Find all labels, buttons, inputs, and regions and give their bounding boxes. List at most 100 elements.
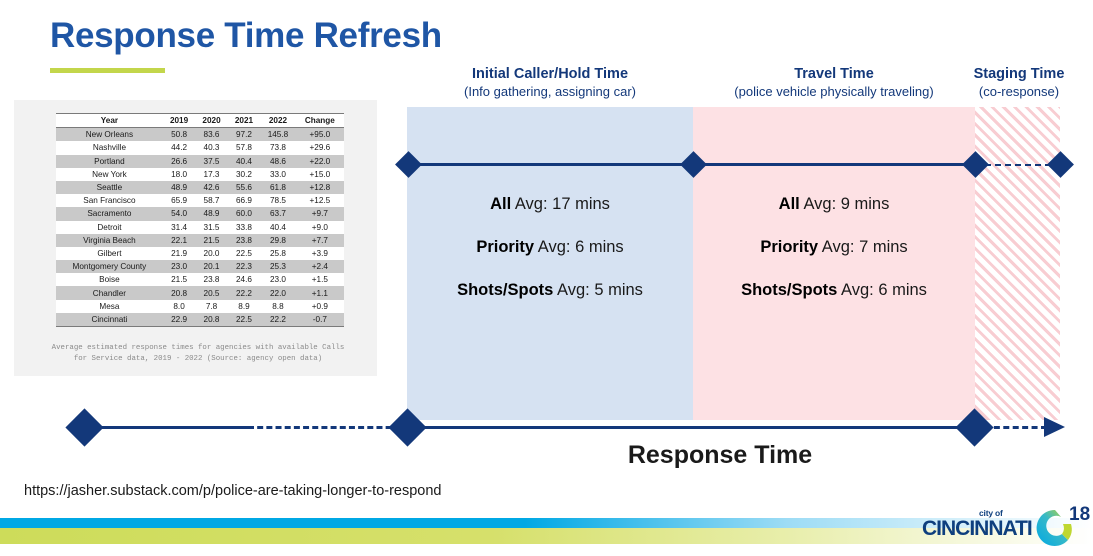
table-cell-city: Nashville [56, 141, 163, 155]
table-cell-value: 20.5 [195, 286, 228, 300]
table-cell-city: New York [56, 167, 163, 181]
table-cell-value: 18.0 [162, 167, 196, 181]
table-cell-value: 22.5 [227, 312, 261, 327]
table-cell-value: 33.8 [227, 220, 261, 234]
table-cell-value: 31.4 [162, 220, 196, 234]
table-cell-value: 23.0 [162, 260, 196, 274]
phase-title: Staging Time [973, 66, 1065, 82]
table-cell-value: 66.9 [227, 194, 261, 208]
stat-line-priority: Priority Avg: 7 mins [693, 238, 975, 257]
table-cell-value: 8.9 [227, 299, 261, 313]
page-title: Response Time Refresh [50, 16, 442, 55]
table-cell-value: 48.9 [195, 207, 228, 221]
stat-line-shots-spots: Shots/Spots Avg: 5 mins [407, 281, 693, 300]
stats-initial-caller-hold-time: All Avg: 17 mins Priority Avg: 6 mins Sh… [407, 195, 693, 300]
title-underline-accent [50, 68, 165, 73]
source-url-link[interactable]: https://jasher.substack.com/p/police-are… [24, 483, 442, 499]
stat-value: Avg: 6 mins [841, 281, 927, 299]
table-cell-city: New Orleans [56, 127, 163, 142]
phase-subtitle: (Info gathering, assigning car) [464, 83, 636, 99]
phase-subtitle: (police vehicle physically traveling) [734, 83, 934, 99]
phase-header-travel-time: Travel Time (police vehicle physically t… [693, 66, 975, 100]
table-note-line: for Service data, 2019 - 2022 (Source: a… [73, 355, 323, 364]
logo-cityof-text: city of [979, 508, 1003, 518]
table-cell-value: 33.0 [260, 167, 296, 181]
logo-wordmark: CINCINNATI [922, 517, 1033, 540]
table-cell-value: 31.5 [195, 220, 228, 234]
table-cell-value: +15.0 [295, 167, 344, 181]
table-cell-value: +12.5 [295, 194, 344, 208]
table-cell-value: 54.0 [162, 207, 196, 221]
table-cell-city: Mesa [56, 299, 163, 313]
table-cell-value: 20.1 [195, 260, 228, 274]
table-cell-value: 48.9 [162, 180, 196, 195]
table-cell-value: 50.8 [162, 127, 196, 142]
table-cell-value: 24.6 [227, 273, 261, 287]
stat-line-shots-spots: Shots/Spots Avg: 6 mins [693, 281, 975, 300]
response-time-table-card: Year 2019 2020 2021 2022 Change New Orle… [14, 100, 377, 376]
table-cell-value: +22.0 [295, 154, 344, 168]
table-cell-value: 48.6 [260, 154, 296, 168]
table-cell-value: 60.0 [227, 207, 261, 221]
table-cell-value: 42.6 [195, 180, 228, 195]
stat-line-priority: Priority Avg: 6 mins [407, 238, 693, 257]
table-cell-value: 21.5 [162, 273, 196, 287]
phase-title: Travel Time [794, 66, 874, 82]
footer-bar-blue [0, 518, 1093, 528]
table-cell-value: 20.8 [195, 312, 228, 327]
axis-segment-solid-left [85, 426, 250, 430]
table-cell-value: +7.7 [295, 233, 344, 247]
footer-bar-green [0, 528, 1093, 544]
table-cell-city: Virginia Beach [56, 233, 163, 247]
table-cell-value: 22.9 [162, 312, 196, 327]
table-source-note: Average estimated response times for age… [48, 343, 348, 365]
table-header-cell: 2022 [260, 112, 296, 129]
table-cell-value: 25.3 [260, 260, 296, 274]
table-cell-value: +9.7 [295, 207, 344, 221]
logo-c-mark-icon [1036, 509, 1072, 546]
table-cell-value: 83.6 [195, 127, 228, 142]
table-cell-value: 22.1 [162, 233, 196, 247]
table-cell-value: 23.0 [260, 273, 296, 287]
table-cell-city: Gilbert [56, 246, 163, 261]
table-cell-value: 40.4 [260, 220, 296, 234]
stat-line-all: All Avg: 9 mins [693, 195, 975, 214]
table-cell-value: 20.0 [195, 246, 228, 261]
table-note-line: Average estimated response times for age… [51, 344, 345, 352]
stat-value: Avg: 9 mins [803, 195, 890, 213]
table-cell-value: 78.5 [260, 194, 296, 208]
table-cell-value: 23.8 [195, 273, 228, 287]
table-cell-value: +12.8 [295, 180, 344, 195]
table-cell-value: 29.8 [260, 233, 296, 247]
axis-segment-dashed-right [975, 426, 1047, 430]
phase-panel-travel-time [693, 107, 975, 420]
stat-line-all: All Avg: 17 mins [407, 195, 693, 214]
table-cell-value: 57.8 [227, 141, 261, 155]
table-cell-value: 21.9 [162, 246, 196, 261]
axis-label: Response Time [627, 441, 813, 469]
table-cell-value: +3.9 [295, 246, 344, 261]
stat-label: Shots/Spots [457, 281, 554, 299]
table-cell-value: +1.5 [295, 273, 344, 287]
table-cell-value: 8.8 [260, 299, 296, 313]
stats-travel-time: All Avg: 9 mins Priority Avg: 7 mins Sho… [693, 195, 975, 300]
table-cell-city: Sacramento [56, 207, 163, 221]
upper-timeline-dashed-segment [975, 163, 1061, 166]
table-cell-value: 97.2 [227, 127, 261, 142]
table-cell-value: 8.0 [162, 299, 196, 313]
table-cell-value: 40.4 [227, 154, 261, 168]
table-header-cell: 2019 [162, 112, 196, 129]
response-time-table: Year 2019 2020 2021 2022 Change New Orle… [56, 112, 344, 327]
table-cell-value: 22.2 [227, 286, 261, 300]
stat-value: Avg: 7 mins [821, 238, 908, 256]
